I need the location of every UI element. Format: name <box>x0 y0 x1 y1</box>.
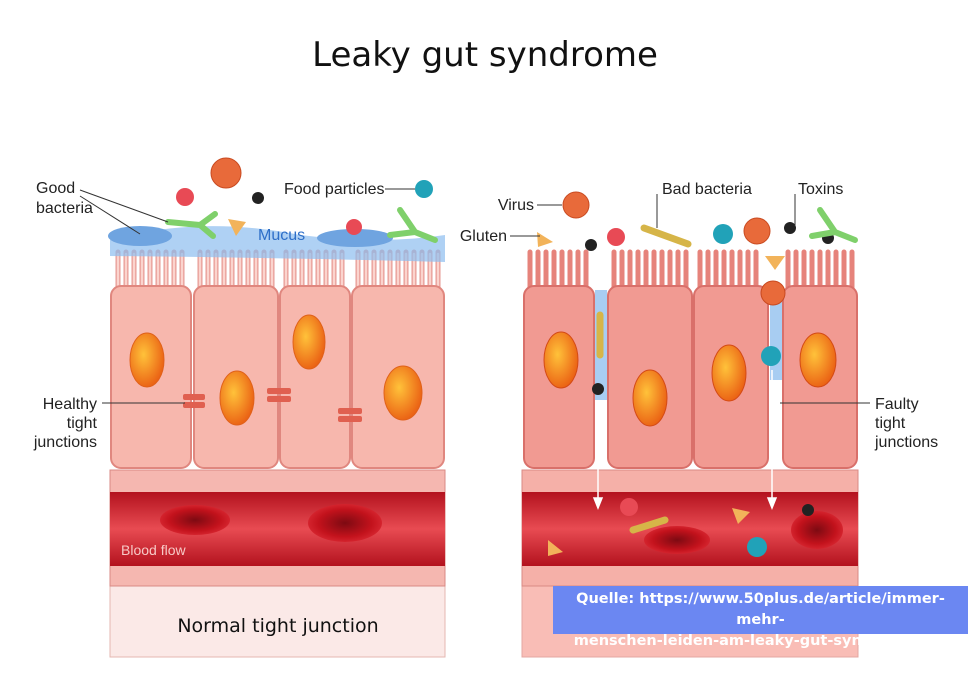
label-toxins: Toxins <box>798 181 843 198</box>
label-virus: Virus <box>498 197 534 214</box>
label-food-particles: Food particles <box>284 181 385 198</box>
red-blood-cell <box>308 504 382 542</box>
label-faulty-junctions: junctions <box>874 434 938 451</box>
label-blood-flow: Blood flow <box>121 542 186 558</box>
right-panel-leaky: Virus Gluten Bad bacteria Toxins Faulty … <box>460 181 938 658</box>
label-gluten: Gluten <box>460 228 507 245</box>
good-bacteria <box>317 229 393 247</box>
food-particle <box>176 188 194 206</box>
page-title: Leaky gut syndrome <box>312 35 658 75</box>
gluten-particle <box>228 219 246 236</box>
mucus-layer <box>110 226 445 262</box>
label-healthy-junctions: Healthy <box>43 396 97 413</box>
good-bacteria <box>108 226 172 246</box>
virus-particle <box>210 157 242 189</box>
label-bad-bacteria: Bad bacteria <box>662 181 752 198</box>
source-line-2: menschen-leiden-am-leaky-gut-syndrom.htm… <box>573 633 948 649</box>
label-mucus: Mucus <box>258 227 305 244</box>
label-good-bacteria: bacteria <box>36 200 93 217</box>
nuclei <box>129 314 423 426</box>
source-line-1: Quelle: https://www.50plus.de/article/im… <box>576 591 945 628</box>
good-bacteria <box>387 207 438 243</box>
source-banner: Quelle: https://www.50plus.de/article/im… <box>553 586 968 649</box>
label-faulty-junctions: Faulty <box>875 396 919 413</box>
caption-box <box>109 584 446 658</box>
tight-junctions <box>183 388 362 422</box>
left-panel-normal: Good bacteria Food particles Mucus Healt… <box>33 157 446 658</box>
toxin-particle <box>252 192 264 204</box>
label-healthy-junctions: junctions <box>33 434 97 451</box>
food-particle <box>415 180 433 198</box>
label-good-bacteria: Good <box>36 180 75 197</box>
label-faulty-junctions: tight <box>875 415 906 432</box>
caption-normal: Normal tight junction <box>177 615 378 637</box>
good-bacteria <box>165 211 218 239</box>
label-healthy-junctions: tight <box>67 415 98 432</box>
red-blood-cell <box>160 505 230 535</box>
